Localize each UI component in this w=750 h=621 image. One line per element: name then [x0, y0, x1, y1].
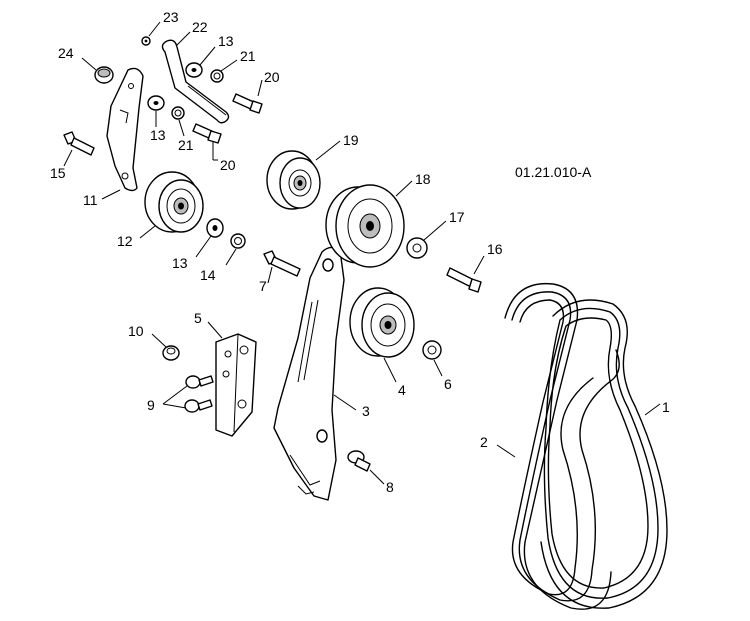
leader-19 [315, 140, 341, 161]
leader-24 [81, 57, 97, 71]
part-13-washer-left [147, 95, 165, 111]
callout-3: 3 [362, 403, 370, 419]
part-22-link-rod [161, 39, 230, 124]
leader-5 [207, 321, 223, 339]
part-1-belt [540, 299, 668, 609]
callout-15: 15 [50, 165, 66, 181]
callout-13b: 13 [150, 127, 166, 143]
part-15-bolt [63, 131, 95, 156]
leader-7 [267, 266, 273, 284]
callout-7: 7 [259, 278, 267, 294]
leader-13a [199, 46, 216, 66]
leader-14 [225, 248, 237, 266]
leader-6 [433, 359, 443, 377]
part-18-pulley [325, 184, 405, 268]
part-10-flange-nut [162, 345, 180, 361]
leader-17 [423, 220, 447, 241]
leader-22 [175, 31, 191, 47]
leader-18 [395, 180, 413, 197]
leader-11 [101, 189, 121, 200]
part-13-washer-upper [185, 62, 203, 78]
part-17-washer [406, 237, 428, 259]
callout-21b: 21 [178, 137, 194, 153]
leader-21a [220, 59, 238, 72]
callout-17: 17 [449, 209, 465, 225]
callout-14: 14 [200, 267, 216, 283]
leader-21b [178, 119, 185, 137]
part-7-bolt [263, 250, 301, 277]
part-4-idler-pulley [349, 287, 415, 358]
part-6-nut [422, 340, 442, 360]
part-14-nut [230, 233, 246, 249]
leader-2 [496, 444, 516, 458]
part-3-tension-arm [273, 246, 345, 501]
part-23-lock-washer [141, 36, 151, 46]
part-9-screws [184, 375, 214, 413]
callout-2: 2 [480, 434, 488, 450]
leader-20a [257, 79, 263, 97]
callout-20a: 20 [264, 69, 280, 85]
leader-15 [63, 149, 73, 167]
callout-13c: 13 [172, 255, 188, 271]
callout-6: 6 [444, 376, 452, 392]
leader-13c [195, 235, 212, 258]
callout-24: 24 [58, 45, 74, 61]
callout-16: 16 [487, 241, 503, 257]
part-20-bolt-upper [232, 93, 263, 114]
leader-12 [139, 225, 156, 239]
callout-13a: 13 [218, 33, 234, 49]
part-20-bolt-middle [192, 123, 222, 144]
callout-22: 22 [192, 19, 208, 35]
leader-4 [383, 357, 397, 383]
part-11-idler-arm [106, 67, 144, 192]
part-8-shoulder-bolt [347, 450, 371, 472]
callout-12: 12 [117, 233, 133, 249]
leader-8 [369, 469, 385, 485]
drawing-code: 01.21.010-A [515, 164, 592, 180]
part-2-belt [504, 282, 620, 610]
callout-23: 23 [163, 9, 179, 25]
leader-23 [148, 21, 161, 37]
part-16-bolt [446, 267, 482, 293]
callout-21a: 21 [240, 48, 256, 64]
callout-11: 11 [83, 192, 98, 208]
callout-19: 19 [343, 132, 359, 148]
leader-16 [473, 255, 485, 275]
callout-10: 10 [128, 323, 144, 339]
leader-10 [151, 333, 167, 348]
callout-8: 8 [386, 479, 394, 495]
part-21-nut-middle [171, 106, 185, 120]
callout-20b: 20 [220, 157, 236, 173]
callout-4: 4 [398, 382, 406, 398]
part-19-pulley [266, 150, 321, 210]
leader-1 [644, 403, 661, 416]
callout-5: 5 [194, 310, 202, 326]
part-12-idler-pulley [144, 171, 204, 233]
part-24-bushing [94, 66, 114, 84]
part-21-nut-upper [210, 69, 224, 83]
leader-9a [162, 385, 188, 405]
part-5-bracket [215, 333, 257, 437]
callout-9: 9 [147, 397, 155, 413]
part-13-washer-lower [206, 218, 224, 238]
callout-18: 18 [415, 171, 431, 187]
leader-3 [333, 394, 357, 411]
callout-1: 1 [662, 399, 670, 415]
leader-9b [162, 403, 187, 409]
